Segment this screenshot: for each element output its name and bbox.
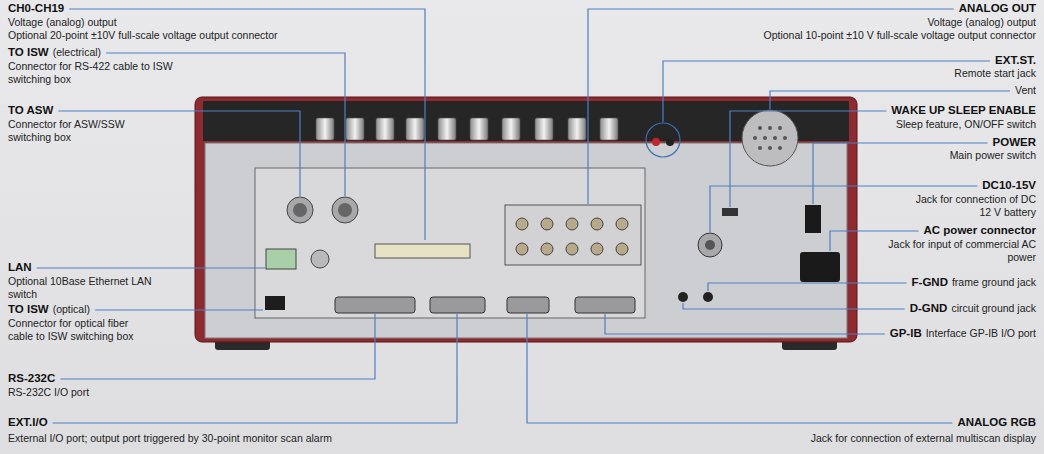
callout-description: Main power switch: [950, 149, 1036, 162]
callout-row: Remote start jack: [954, 67, 1036, 80]
callout-row: RS-232C: [8, 372, 55, 385]
callout-description: Jack for connection of DC 12 V battery: [914, 193, 1036, 219]
callout-row: EXT.ST.: [995, 54, 1036, 67]
callout-heading: POWER: [993, 136, 1036, 149]
callout-description: RS-232C I/O port: [8, 386, 89, 399]
callout-heading: DC10-15V: [982, 179, 1036, 192]
callout-row: Jack for connection of DC 12 V battery: [914, 193, 1036, 219]
callout-row: TO ASW: [8, 104, 53, 117]
callout-description: Sleep feature, ON/OFF switch: [896, 118, 1036, 131]
callout-heading: TO ISW: [8, 46, 49, 59]
leader-line: [605, 314, 885, 334]
callout-description: (electrical): [53, 46, 101, 59]
callout-row: F-GND frame ground jack: [912, 276, 1036, 289]
callout-heading: RS-232C: [8, 372, 55, 385]
callout-heading: TO ISW: [8, 303, 49, 316]
leader-line: [106, 53, 345, 196]
callout-row: GP-IB Interface GP-IB I/O port: [890, 327, 1036, 340]
callout-heading: CH0-CH19: [8, 2, 64, 15]
callout-description: Jack for input of commercial AC power: [886, 238, 1036, 264]
callout-description: Voltage (analog) output: [8, 16, 117, 29]
callout-row: Connector for ASW/SSW switching box: [8, 118, 138, 144]
callout-row: ANALOG OUT: [959, 2, 1036, 15]
callout-row: Connector for optical fiber cable to ISW…: [8, 317, 156, 343]
callout-row: Vent: [1015, 84, 1036, 97]
callout-description: Optional 10Base Ethernet LAN switch: [8, 275, 158, 301]
callout-description: circuit ground jack: [951, 302, 1036, 315]
callout-heading: TO ASW: [8, 104, 53, 117]
callout-row: Voltage (analog) output: [8, 16, 117, 29]
callout-row: Main power switch: [950, 149, 1036, 162]
callout-heading: F-GND: [912, 276, 948, 289]
leader-line: [683, 303, 905, 309]
callout-row: Jack for input of commercial AC power: [886, 238, 1036, 264]
callout-row: RS-232C I/O port: [8, 386, 89, 399]
callout-row: AC power connector: [924, 224, 1036, 237]
callout-description: Connector for optical fiber cable to ISW…: [8, 317, 156, 343]
callout-description: Vent: [1015, 84, 1036, 97]
callout-heading: ANALOG RGB: [957, 416, 1036, 429]
leader-line: [95, 309, 263, 310]
leader-line: [527, 314, 952, 423]
leader-line: [730, 111, 886, 207]
callout-row: WAKE UP SLEEP ENABLE: [891, 104, 1036, 117]
callout-row: CH0-CH19: [8, 2, 64, 15]
callout-description: (optical): [53, 303, 90, 316]
callout-heading: EXT.I/O: [8, 416, 48, 429]
callout-row: ANALOG RGB: [957, 416, 1036, 429]
callout-row: DC10-15V: [982, 179, 1036, 192]
callout-description: Jack for connection of external multisca…: [811, 432, 1036, 445]
callout-row: TO ISW (electrical): [8, 46, 101, 59]
callout-row: Sleep feature, ON/OFF switch: [896, 118, 1036, 131]
callout-description: External I/O port; output port triggered…: [8, 432, 332, 445]
callout-heading: ANALOG OUT: [959, 2, 1036, 15]
callout-row: Connector for RS-422 cable to ISW switch…: [8, 60, 173, 86]
callout-description: Connector for ASW/SSW switching box: [8, 118, 138, 144]
callout-description: Remote start jack: [954, 67, 1036, 80]
callout-description: frame ground jack: [952, 276, 1036, 289]
callout-row: Optional 10Base Ethernet LAN switch: [8, 275, 158, 301]
callout-row: EXT.I/O: [8, 416, 48, 429]
callout-heading: LAN: [8, 261, 32, 274]
callout-row: External I/O port; output port triggered…: [8, 432, 332, 445]
leader-line: [37, 267, 265, 268]
callout-heading: GP-IB: [890, 327, 922, 340]
callout-description: Connector for RS-422 cable to ISW switch…: [8, 60, 173, 86]
callout-description: Optional 10-point ±10 V full-scale volta…: [763, 29, 1036, 42]
callout-row: Voltage (analog) output: [927, 16, 1036, 29]
callout-row: TO ISW (optical): [8, 303, 90, 316]
callout-heading: AC power connector: [924, 224, 1036, 237]
callout-heading: D-GND: [910, 302, 948, 315]
callout-row: Optional 10-point ±10 V full-scale volta…: [763, 29, 1036, 42]
callout-heading: WAKE UP SLEEP ENABLE: [891, 104, 1036, 117]
callout-heading: EXT.ST.: [995, 54, 1036, 67]
callout-row: LAN: [8, 261, 32, 274]
callout-row: Optional 20-point ±10V full-scale voltag…: [8, 29, 278, 42]
callout-description: Voltage (analog) output: [927, 16, 1036, 29]
callout-row: D-GNDcircuit ground jack: [910, 302, 1036, 315]
callout-row: POWER: [993, 136, 1036, 149]
callout-row: Jack for connection of external multisca…: [811, 432, 1036, 445]
leader-line: [708, 283, 907, 291]
callout-description: Interface GP-IB I/O port: [926, 327, 1036, 340]
callout-description: Optional 20-point ±10V full-scale voltag…: [8, 29, 278, 42]
